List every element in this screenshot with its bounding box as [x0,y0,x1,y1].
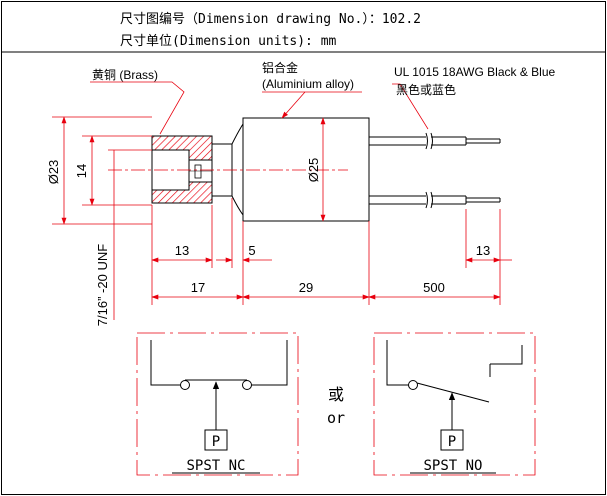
drawing-number-title: 尺寸图编号（Dimension drawing No.）：102.2 [120,12,421,27]
no-pressure-symbol: P [448,434,456,450]
dimension-29: 29 [299,280,313,295]
spst-no-schematic [373,332,536,476]
lead-wires [369,132,501,209]
nc-pressure-symbol: P [212,434,220,450]
or-label-en: or [327,409,345,427]
wire-spec-label: UL 1015 18AWG Black & Blue [394,65,556,79]
dimension-neck-length: 5 [248,243,255,258]
alloy-material-label-cn: 铝合金 [262,60,298,75]
dimension-500: 500 [423,280,445,295]
dimension-fitting-length: 13 [175,243,189,258]
dimension-strip-length: 13 [476,243,490,258]
alloy-material-label-en: (Aluminium alloy) [262,77,354,91]
dimension-inner-diameter: 14 [74,164,89,178]
brass-material-label: 黄铜 (Brass) [92,67,158,82]
spst-nc-schematic [136,332,299,476]
or-label-cn: 或 [328,386,344,404]
dimension-body-diameter: Ø25 [306,158,321,183]
brass-fitting [151,135,213,204]
hex-neck [212,123,244,216]
wire-color-label: 黑色或蓝色 [396,83,456,97]
dimension-17: 17 [191,280,205,295]
dimension-units-label: 尺寸单位(Dimension units): mm [120,34,337,49]
nc-caption: SPST NC [186,458,245,474]
aluminium-housing [242,117,370,222]
no-caption: SPST NO [423,458,482,474]
dimension-outer-diameter: Ø23 [46,160,61,185]
thread-spec-label: 7/16” -20 UNF [95,244,110,326]
dimension-lines [52,81,512,320]
